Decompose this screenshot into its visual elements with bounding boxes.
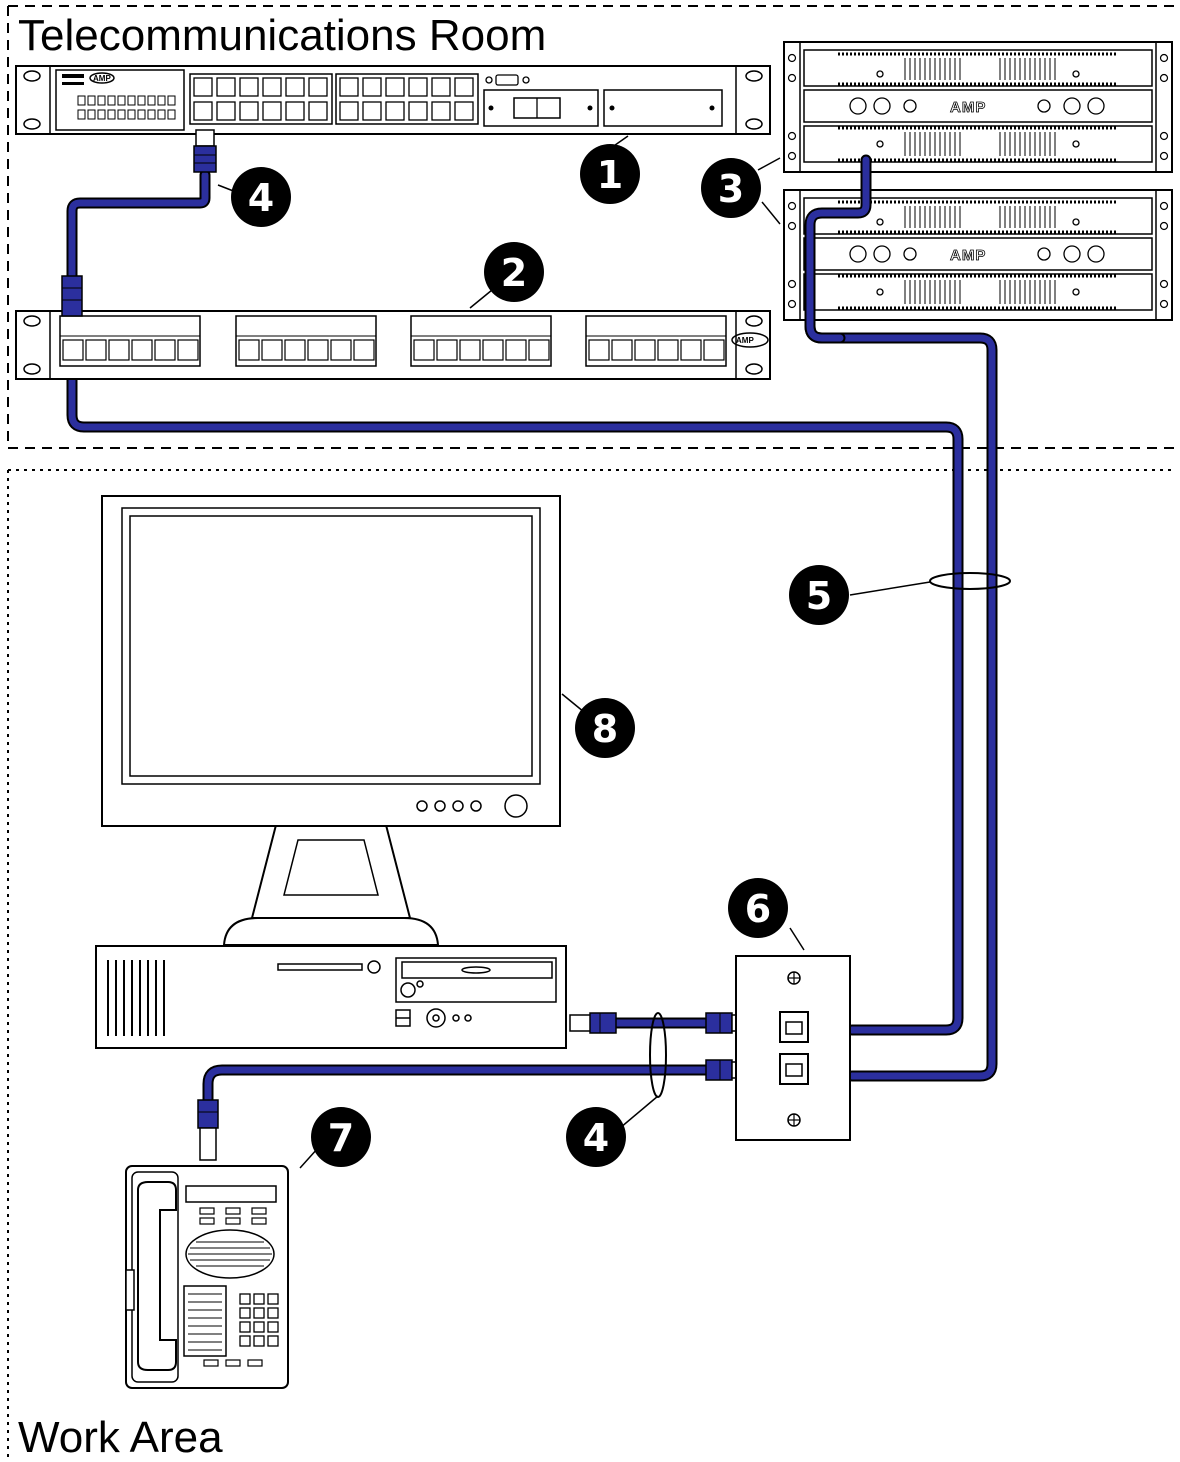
computer-monitor bbox=[102, 496, 560, 945]
svg-text:3: 3 bbox=[718, 167, 744, 211]
callout-4-switch-cord: 4 bbox=[231, 167, 291, 227]
computer-case bbox=[96, 946, 566, 1048]
phone-patch-cord bbox=[208, 1070, 718, 1100]
callout-2: 2 bbox=[484, 242, 544, 302]
patch-panel: AMP bbox=[16, 276, 770, 379]
telecom-room-title: Telecommunications Room bbox=[18, 11, 546, 60]
callout-7: 7 bbox=[311, 1107, 371, 1167]
callout-4-work-area-cords: 4 bbox=[566, 1107, 626, 1167]
svg-text:8: 8 bbox=[592, 707, 618, 751]
wall-outlet bbox=[736, 956, 850, 1140]
callout-1: 1 bbox=[580, 144, 640, 204]
svg-text:6: 6 bbox=[745, 887, 771, 931]
network-switch: AMP bbox=[16, 66, 770, 172]
svg-text:2: 2 bbox=[501, 251, 527, 295]
work-area-title: Work Area bbox=[18, 1413, 223, 1462]
svg-text:5: 5 bbox=[806, 574, 832, 618]
svg-text:1: 1 bbox=[597, 153, 623, 197]
lower-block-brand: AMP bbox=[950, 247, 986, 264]
callout-3: 3 bbox=[701, 158, 761, 218]
upper-block-brand: AMP bbox=[950, 99, 986, 116]
callout-6: 6 bbox=[728, 878, 788, 938]
svg-text:7: 7 bbox=[328, 1116, 354, 1160]
switch-patch-cord bbox=[72, 175, 205, 300]
outlet-jack-voice bbox=[780, 1054, 808, 1084]
patch-panel-badge: AMP bbox=[736, 336, 754, 345]
cross-connect-block-upper: AMP bbox=[784, 42, 1172, 172]
callout-8: 8 bbox=[575, 698, 635, 758]
outlet-jack-data bbox=[780, 1012, 808, 1042]
telephone bbox=[126, 1166, 288, 1388]
svg-text:AMP: AMP bbox=[93, 74, 111, 83]
svg-text:4: 4 bbox=[583, 1116, 609, 1160]
callout-5: 5 bbox=[789, 565, 849, 625]
svg-text:4: 4 bbox=[248, 176, 274, 220]
cable-bundle-ring bbox=[850, 573, 1010, 595]
